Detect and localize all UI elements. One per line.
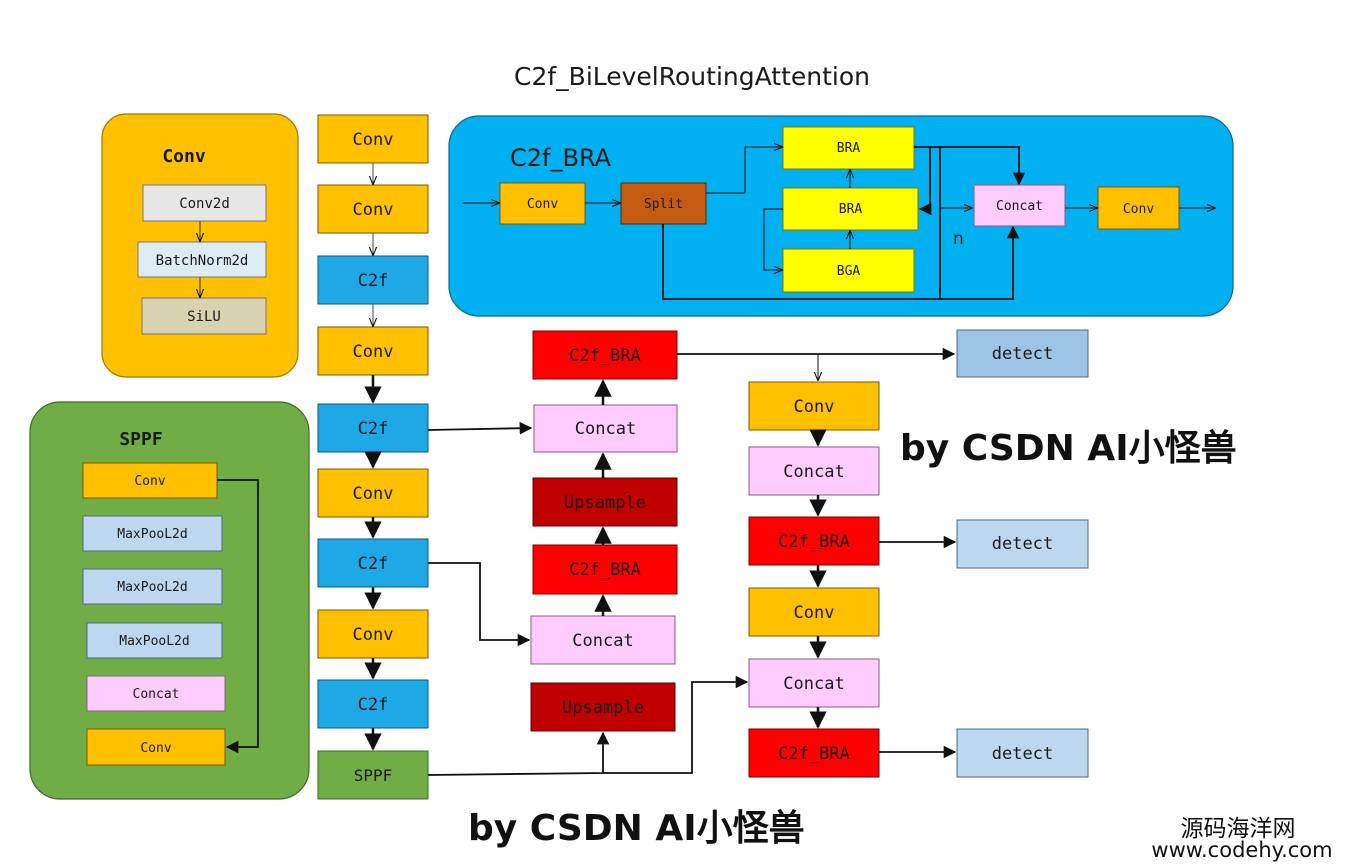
backbone-box-5: C2f [317,403,429,453]
backbone-label-8: Conv [353,625,394,645]
silu-label: SiLU [187,309,221,325]
backbone-box-1: Conv [317,114,429,164]
neck-middle-column: C2f_BRA Concat Upsample C2f_BRA Concat U… [530,330,678,732]
c2f-bra-panel: C2f_BRA Conv Split BRA BRA BGA Concat Co… [448,115,1234,317]
neck-right-label-5: Concat [783,674,844,694]
maxpool-box-2: MaxPooL2d [82,568,223,605]
neck-mid-label-4: C2f_BRA [569,560,641,580]
backbone-label-1: Conv [353,130,394,150]
bra-conv-in-box: Conv [499,182,586,225]
sppf-conv-in-label: Conv [134,474,165,489]
sppf-panel-title: SPPF [119,429,162,450]
neck-right-label-6: C2f_BRA [778,744,850,764]
neck-mid-label-6: Upsample [562,698,644,718]
site-name: 源码海洋网 [1181,816,1296,842]
watermark-bottom: by CSDN AI小怪兽 [468,808,805,849]
detect-label-1: detect [992,344,1053,364]
bra-conv-in-label: Conv [527,197,558,212]
cross-connectors [427,347,957,776]
conv-panel: Conv Conv2d BatchNorm2d SiLU [101,113,299,378]
maxpool-label-1: MaxPooL2d [117,527,187,542]
c2f-bra-panel-title: C2f_BRA [510,144,612,172]
neck-right-concat-top: Concat [748,446,880,496]
neck-right-label-1: Conv [794,397,835,417]
watermark-right: by CSDN AI小怪兽 [900,428,1237,469]
neck-right-label-2: Concat [783,462,844,482]
diagram-title: C2f_BiLevelRoutingAttention [514,62,870,91]
bga-label: BGA [837,264,861,279]
backbone-label-5: C2f [358,419,389,439]
backbone-label-9: C2f [358,695,389,715]
neck-right-concat-bottom: Concat [748,658,880,708]
bra-box-1: BRA [782,126,915,170]
neck-mid-c2f-bra-mid: C2f_BRA [532,544,678,595]
conv2d-label: Conv2d [179,196,230,212]
conv2d-box: Conv2d [142,184,267,222]
backbone-label-6: Conv [353,484,394,504]
split-box: Split [620,182,707,225]
maxpool-box-1: MaxPooL2d [82,515,223,552]
neck-right-column: Conv Concat C2f_BRA Conv Concat C2f_BRA [748,381,880,778]
sppf-concat-label: Concat [133,687,180,702]
site-url: www.codehy.com [1151,838,1332,862]
n-label: n [953,229,964,249]
backbone-label-7: C2f [358,554,389,574]
conv-panel-title: Conv [162,146,206,167]
detect-box-2: detect [956,519,1089,569]
backbone-box-6: Conv [317,468,429,518]
bra-conv-out-box: Conv [1097,186,1180,230]
maxpool-label-2: MaxPooL2d [117,580,187,595]
neck-mid-concat-top: Concat [533,404,678,453]
neck-right-label-4: Conv [794,603,835,623]
detect-label-2: detect [992,534,1053,554]
neck-mid-label-3: Upsample [564,493,646,513]
sppf-conv-out-box: Conv [86,728,226,766]
backbone-box-7: C2f [317,538,429,588]
neck-mid-label-2: Concat [575,419,636,439]
neck-right-conv-bottom: Conv [748,587,880,637]
bra-label-2: BRA [839,202,863,217]
backbone-label-3: C2f [358,271,389,291]
maxpool-label-3: MaxPooL2d [119,634,189,649]
backbone-box-10: SPPF [317,750,429,800]
bga-box: BGA [782,248,915,293]
backbone-box-2: Conv [317,184,429,234]
bra-concat-box: Concat [973,184,1066,227]
neck-mid-upsample-bottom: Upsample [530,682,676,732]
detect-box-1: detect [956,329,1089,378]
sppf-panel: SPPF Conv MaxPooL2d MaxPooL2d MaxPooL2d … [29,401,310,800]
silu-box: SiLU [141,297,267,335]
neck-right-c2f-bra-bottom: C2f_BRA [748,728,880,778]
bra-concat-label: Concat [996,199,1043,214]
backbone-box-3: C2f [317,255,429,305]
neck-mid-label-5: Concat [572,631,633,651]
sppf-concat-box: Concat [86,675,226,712]
neck-mid-upsample-top: Upsample [532,477,678,527]
backbone-box-8: Conv [317,609,429,659]
batchnorm2d-box: BatchNorm2d [137,241,267,278]
neck-right-conv-top: Conv [748,381,880,431]
neck-right-label-3: C2f_BRA [778,532,850,552]
neck-mid-label-1: C2f_BRA [569,346,641,366]
backbone-box-4: Conv [317,326,429,376]
split-label: Split [644,197,683,212]
backbone-label-2: Conv [353,200,394,220]
bra-label-1: BRA [837,141,861,156]
neck-right-c2f-bra-top: C2f_BRA [748,516,880,566]
detect-box-3: detect [956,728,1089,778]
detect-label-3: detect [992,744,1053,764]
batchnorm2d-label: BatchNorm2d [156,253,249,269]
neck-mid-c2f-bra-top: C2f_BRA [532,330,678,380]
maxpool-box-3: MaxPooL2d [86,622,223,659]
backbone-column: Conv Conv C2f Conv C2f Conv C2f Conv [317,114,429,800]
bra-box-2: BRA [782,187,919,231]
neck-mid-concat-mid: Concat [530,615,676,665]
sppf-conv-in-box: Conv [82,462,218,499]
bra-conv-out-label: Conv [1123,202,1154,217]
backbone-label-10: SPPF [354,766,393,785]
sppf-conv-out-label: Conv [140,741,171,756]
backbone-label-4: Conv [353,342,394,362]
backbone-box-9: C2f [317,679,429,729]
